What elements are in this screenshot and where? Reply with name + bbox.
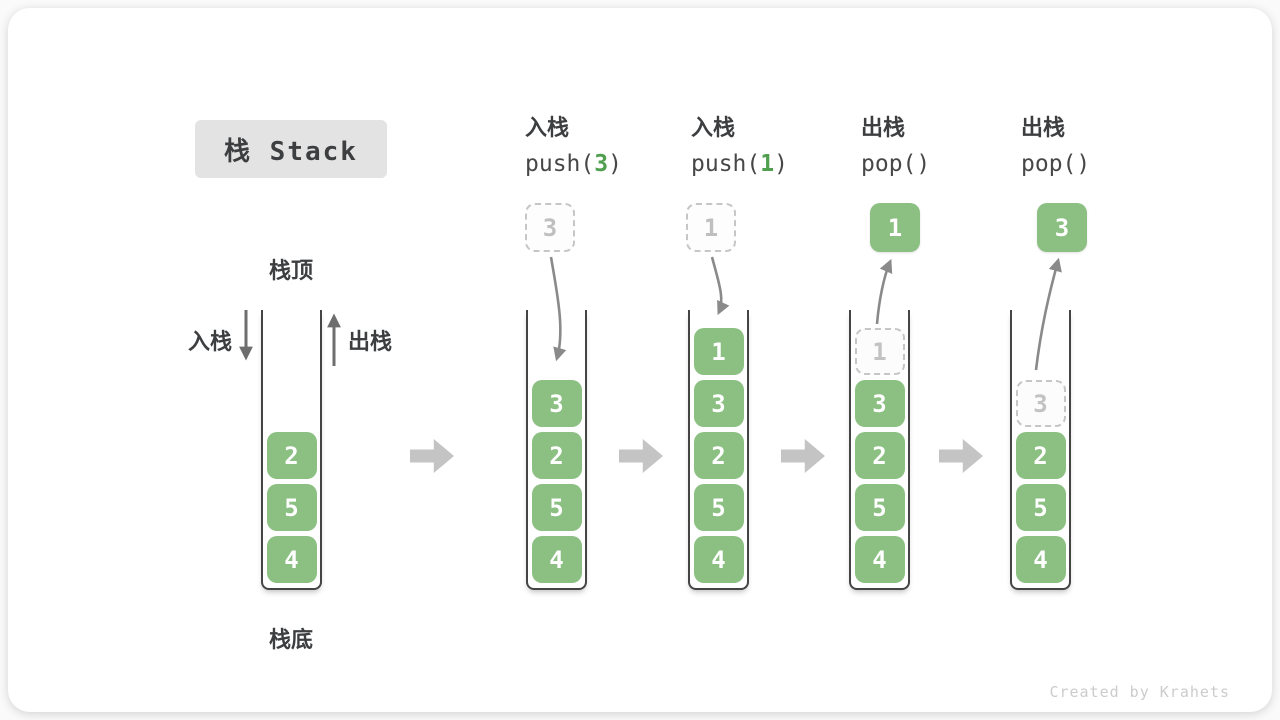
push-flow-arrow-1 [710,256,730,316]
code-post: ) [608,151,622,177]
pushed-element-box: 3 [525,203,575,252]
code-post: ) [774,151,788,177]
stack-cell: 1 [693,328,744,375]
stack-cell: 4 [1015,536,1066,583]
pushed-element-box: 1 [686,203,736,252]
stack-cell: 4 [854,536,905,583]
stack-cell: 5 [531,484,582,531]
stack-state-after-push-1: 1 3 2 5 4 [688,310,749,590]
stack-state-initial: 2 5 4 [261,310,322,590]
stack-state-after-pop-1: 1 3 2 5 4 [849,310,910,590]
stack-state-after-pop-3: 3 2 5 4 [1010,310,1071,590]
stack-cell: 2 [693,432,744,479]
next-step-arrow-icon [410,439,454,473]
op-name: 入栈 [525,115,570,140]
code-post: ) [1076,151,1091,177]
stack-cell: 4 [266,536,317,583]
op-label-push-3: 入栈 push(3) [525,114,685,179]
code-pre: push( [691,151,761,177]
next-step-arrow-icon [619,439,663,473]
stack-cell: 3 [531,380,582,427]
stack-cell: 2 [1015,432,1066,479]
stack-bottom-label: 栈底 [268,627,313,652]
diagram-title: 栈 Stack [195,120,387,178]
stack-cell: 3 [693,380,744,427]
popped-element-box: 3 [1037,203,1087,252]
op-name: 入栈 [691,115,736,140]
watermark: Created by Krahets [1049,683,1230,701]
op-code: push(1) [691,149,851,179]
stack-top-label: 栈顶 [268,258,313,283]
stack-cell: 4 [693,536,744,583]
stack-cell: 3 [854,380,905,427]
stack-cell-ghost: 1 [854,328,905,375]
next-step-arrow-icon [781,439,825,473]
pop-side-label: 出栈 [348,329,393,354]
stack-state-after-push-3: 3 2 5 4 [526,310,587,590]
op-label-pop-1: 出栈 pop() [861,114,1021,179]
stack-cell: 2 [531,432,582,479]
op-code: pop() [861,149,1021,179]
code-post: ) [916,151,931,177]
stack-cell: 5 [266,484,317,531]
stack-cell: 5 [854,484,905,531]
next-step-arrow-icon [939,439,983,473]
op-code: pop() [1021,149,1181,179]
op-label-pop-2: 出栈 pop() [1021,114,1181,179]
diagram-card: 栈 Stack 入栈 push(3) 入栈 push(1) 出栈 pop() 出… [8,8,1272,712]
code-pre: push( [525,151,595,177]
op-label-push-1: 入栈 push(1) [691,114,851,179]
push-side-label: 入栈 [187,329,232,354]
code-arg: 1 [760,151,775,177]
op-name: 出栈 [861,115,906,140]
stack-cell: 4 [531,536,582,583]
stack-cell: 5 [1015,484,1066,531]
op-name: 出栈 [1021,115,1066,140]
code-pre: pop( [1021,151,1077,177]
stack-cell-ghost: 3 [1015,380,1066,427]
code-arg: 3 [594,151,609,177]
code-pre: pop( [861,151,917,177]
stack-cell: 2 [266,432,317,479]
popped-element-box: 1 [870,203,920,252]
op-code: push(3) [525,149,685,179]
stack-cell: 5 [693,484,744,531]
stack-cell: 2 [854,432,905,479]
